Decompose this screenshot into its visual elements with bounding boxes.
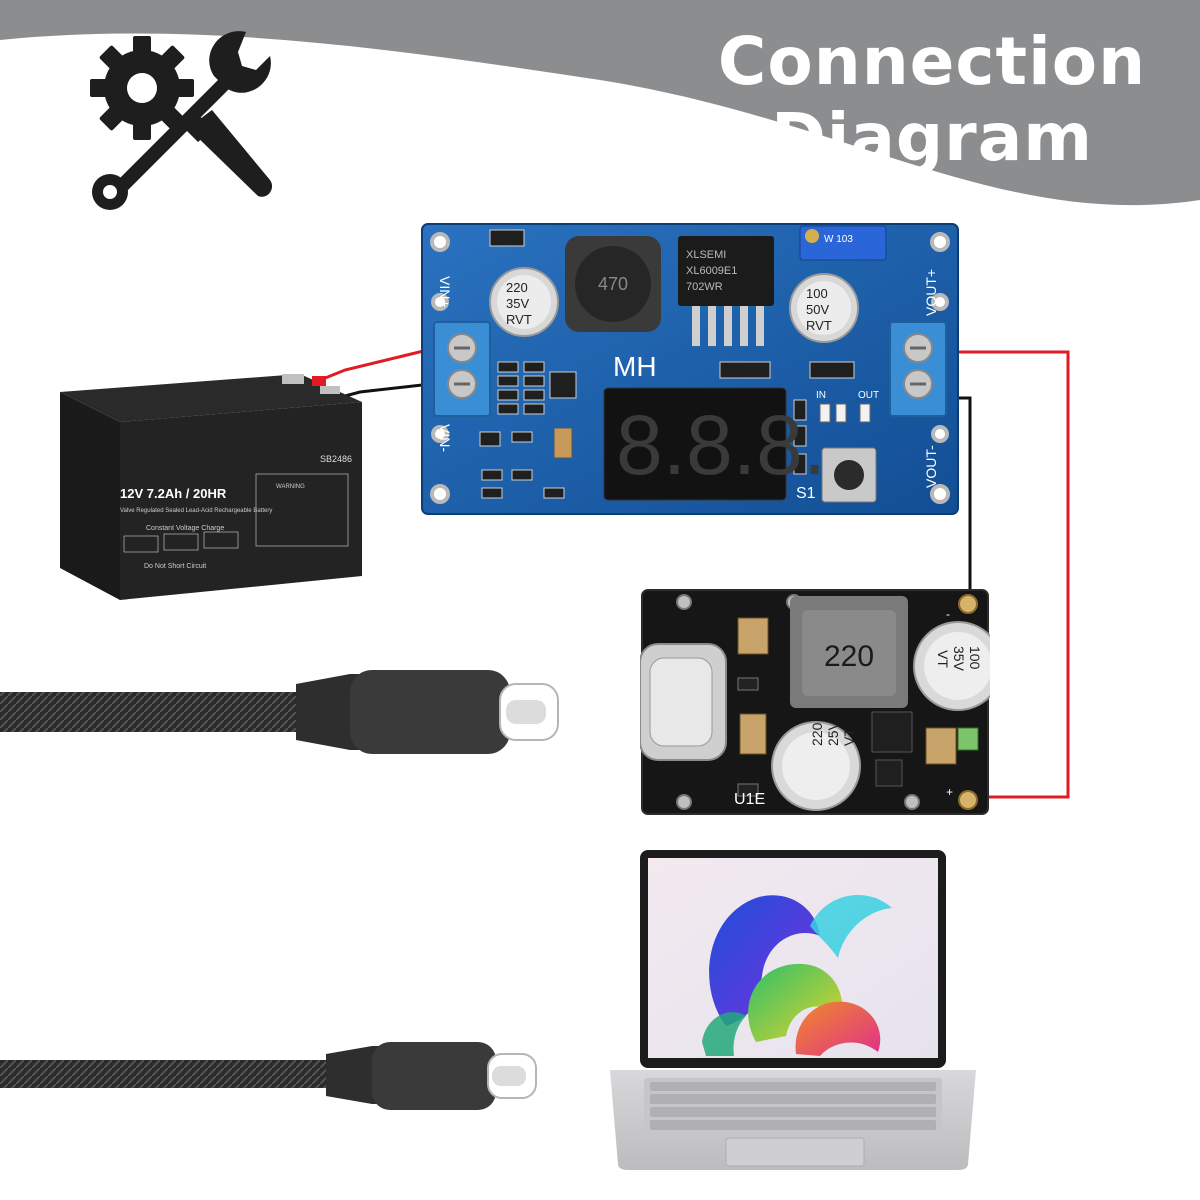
svg-text:35V: 35V [506,296,529,311]
battery-cvc: Constant Voltage Charge [146,525,224,532]
svg-text:220: 220 [824,640,874,673]
svg-text:470: 470 [598,274,628,294]
minus-pad-label: - [946,607,950,621]
svg-text:XL6009E1: XL6009E1 [686,265,737,277]
s1-label: S1 [796,485,816,502]
svg-text:25V: 25V [825,720,841,746]
wire-output-positive [944,350,1070,799]
led-display: 8.8.8. [603,387,826,501]
vout-plus-label: VOUT+ [923,269,939,316]
title-line-1: Connection [717,23,1147,100]
usb-c-port [640,643,727,761]
wallpaper-flower [702,895,892,1056]
laptop [610,850,976,1170]
capacitor-220uf-typec: 220 25V VT [771,720,861,811]
led-out-label: OUT [858,390,879,401]
svg-text:8.8.8.: 8.8.8. [616,398,826,492]
tools-icon [90,31,273,210]
usb-c-cable-1 [0,670,559,754]
svg-text:702WR: 702WR [686,281,723,293]
push-button-s1 [821,447,877,503]
svg-text:220: 220 [809,722,825,746]
svg-text:RVT: RVT [506,312,532,327]
typec-pd-module: 220 100 35V VT 220 25V VT U1E + - [640,589,990,815]
title-line-2: Diagram [770,99,1094,176]
regulator-chip: XLSEMI XL6009E1 702WR [678,236,774,346]
svg-text:W 103: W 103 [824,234,853,245]
battery-footer: Do Not Short Circuit [144,563,206,570]
u1e-label: U1E [734,791,765,808]
svg-text:RVT: RVT [806,318,832,333]
svg-text:VT: VT [935,650,951,668]
battery-subtitle: Valve Regulated Sealed Lead-Acid Recharg… [120,508,272,514]
page-title: Connection Diagram [702,24,1162,176]
boost-converter-module: VIN+ VIN- VOUT+ VOUT- 220 35V RVT 470 XL… [421,223,959,515]
trackpad [725,1137,865,1167]
battery-warning: WARNING [276,484,305,490]
svg-text:35V: 35V [951,646,967,672]
header-banner [0,0,1200,206]
capacitor-100uf-typec: 100 35V VT [913,621,990,711]
vin-plus-label: VIN+ [437,276,453,308]
svg-text:220: 220 [506,280,528,295]
laptop-screen [648,858,938,1058]
usb-c-cable-2 [0,1042,537,1110]
svg-text:XLSEMI: XLSEMI [686,249,726,261]
battery: SB2486 12V 7.2Ah / 20HR Valve Regulated … [60,374,362,600]
battery-spec: 12V 7.2Ah / 20HR [120,486,227,501]
plus-pad-label: + [946,785,953,799]
svg-text:100: 100 [806,286,828,301]
led-in-label: IN [816,390,826,401]
svg-text:100: 100 [967,646,983,670]
svg-text:VT: VT [841,728,857,746]
potentiometer: W 103 [799,225,887,261]
svg-text:50V: 50V [806,302,829,317]
battery-code: SB2486 [320,454,352,464]
vout-minus-label: VOUT- [923,445,939,488]
vin-minus-label: VIN- [437,424,453,452]
inductor-220: 220 [790,596,908,708]
inductor-470: 470 [565,236,661,332]
brand-label: MH [613,351,657,382]
capacitor-220uf: 220 35V RVT [489,267,559,337]
capacitor-100uf: 100 50V RVT [789,273,859,343]
